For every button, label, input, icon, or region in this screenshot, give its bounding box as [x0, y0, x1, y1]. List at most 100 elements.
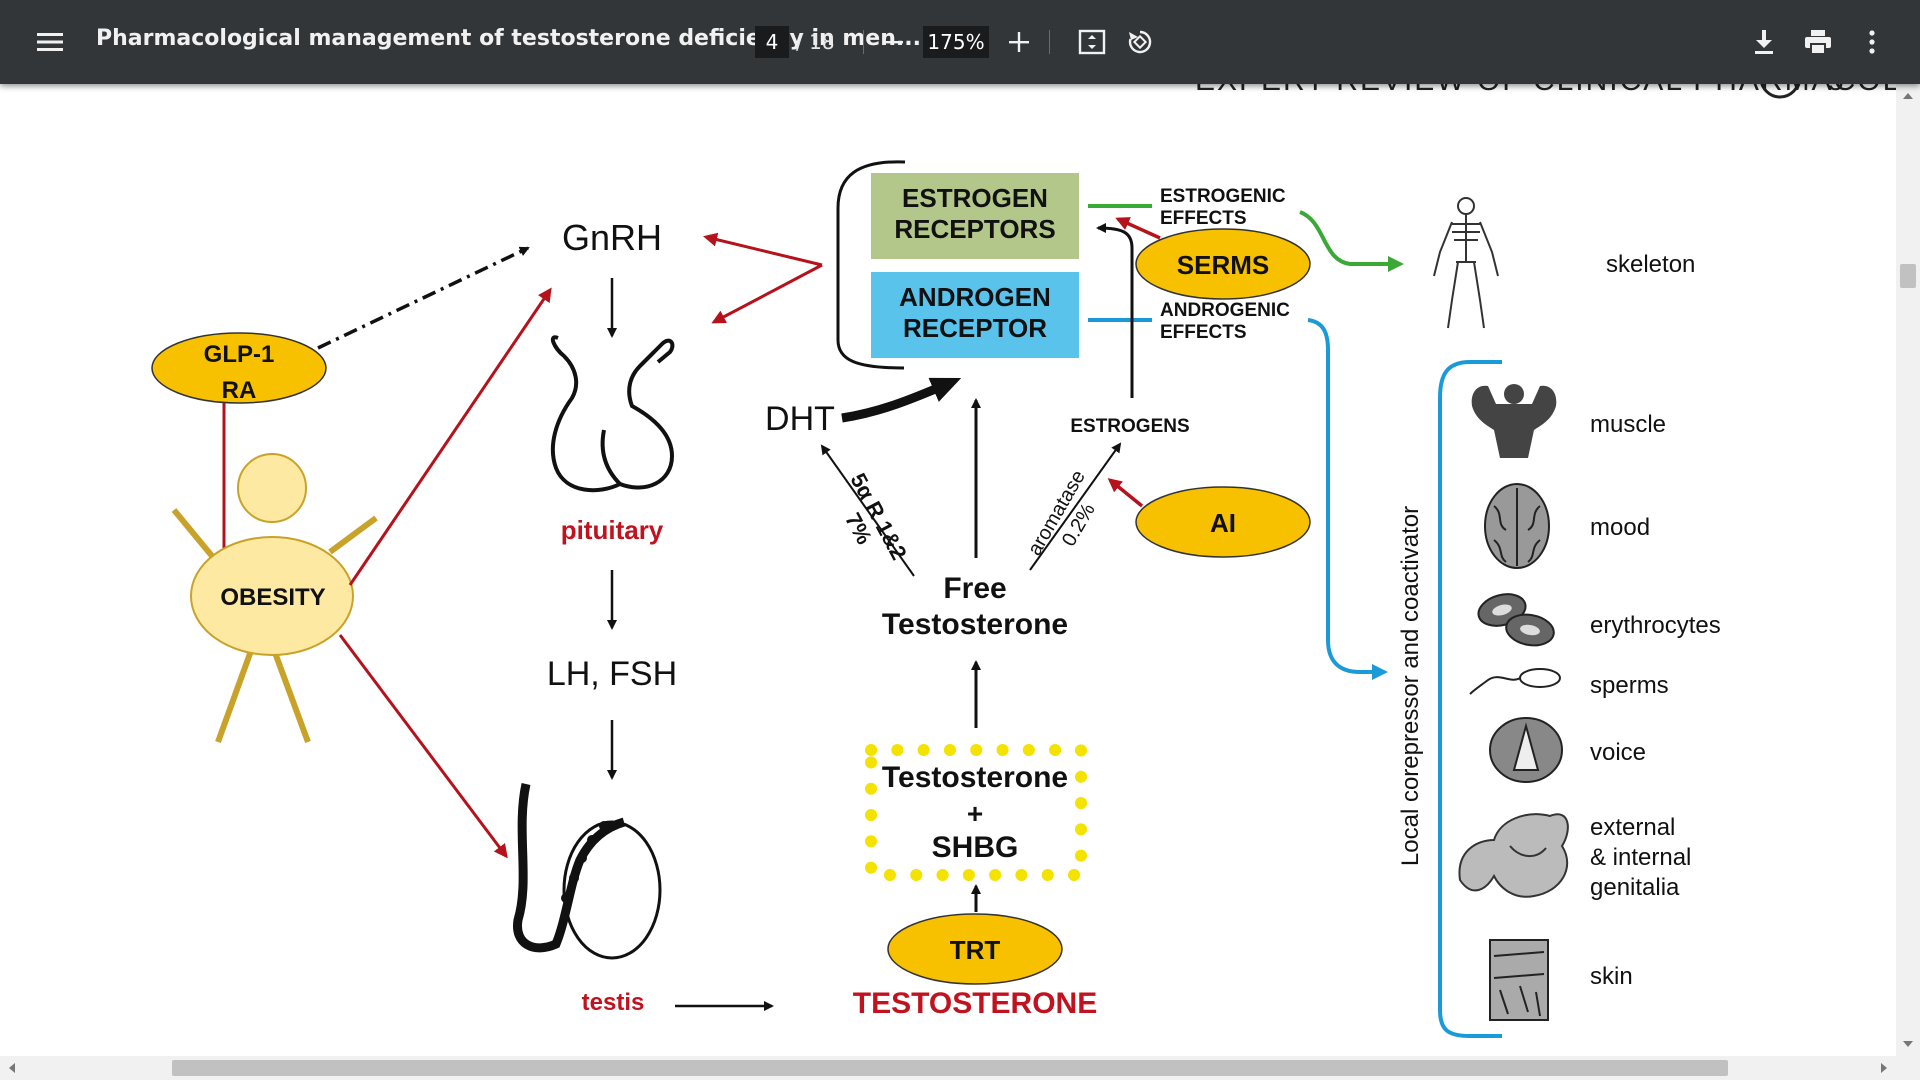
rotate-icon [1128, 30, 1152, 54]
androgenic-to-targets-arrow [1307, 318, 1388, 680]
rotate-button[interactable] [1120, 22, 1160, 62]
menu-button[interactable] [30, 22, 70, 62]
serms-label: SERMS [1177, 250, 1269, 280]
androgenic-effects-line2: EFFECTS [1160, 322, 1247, 343]
gnrh-label: GnRH [562, 217, 662, 258]
obesity-label: OBESITY [220, 584, 325, 611]
glp1-to-gnrh-dashed-arrow [317, 246, 530, 350]
glp1-ra-oval [151, 332, 327, 404]
coregulator-label: Local corepressor and coactivator [1397, 506, 1424, 866]
obesity-body [190, 536, 354, 656]
bound-testosterone-line2: + [967, 798, 983, 829]
estrogenic-effects-line1: ESTROGENIC [1160, 186, 1286, 207]
download-icon [1755, 30, 1773, 54]
horizontal-scroll-thumb[interactable] [172, 1060, 1728, 1076]
free-testosterone-line2: Testosterone [882, 608, 1068, 641]
more-options-button[interactable] [1852, 22, 1892, 62]
obesity-to-gnrh-arrow [348, 287, 552, 586]
fit-page-button[interactable] [1072, 22, 1112, 62]
free-t-to-dht-arrow [820, 444, 915, 577]
bound-testosterone-line1: Testosterone [882, 761, 1068, 794]
estrogen-receptors-box [871, 173, 1079, 259]
ai-label: AI [1210, 508, 1236, 538]
header-page-number: 5 [1828, 84, 1844, 96]
muscle-icon [1471, 384, 1557, 458]
bound-testosterone-line3: SHBG [932, 831, 1019, 864]
estrogenic-to-skeleton-arrow [1299, 210, 1404, 272]
horizontal-scrollbar[interactable] [0, 1056, 1920, 1080]
zoom-out-icon [885, 41, 903, 44]
serms-oval [1135, 228, 1311, 300]
estrogen-receptors-line1: ESTROGEN [902, 183, 1048, 213]
fit-page-icon [1078, 29, 1106, 55]
glp1-label-line2: RA [222, 377, 257, 404]
estrogens-label: ESTROGENS [1070, 416, 1189, 437]
zoom-in-button[interactable] [1000, 22, 1038, 62]
skin-icon [1489, 939, 1549, 1021]
testosterone-label: TESTOSTERONE [853, 987, 1097, 1020]
lh-fsh-label: LH, FSH [547, 655, 677, 693]
skeleton-icon [1433, 197, 1499, 329]
header-logo [1760, 84, 1800, 99]
menu-icon [37, 33, 63, 51]
zoom-out-button[interactable] [876, 22, 912, 62]
ai-to-estrogens-arrow [1107, 478, 1144, 508]
receptor-to-gnrh-arrow [703, 232, 823, 267]
scroll-up-arrow-icon[interactable] [1903, 93, 1913, 99]
scroll-right-arrow-icon[interactable] [1881, 1063, 1887, 1073]
genitalia-label-line3: genitalia [1590, 874, 1680, 901]
more-icon [1869, 30, 1875, 54]
testis-icon [513, 783, 662, 960]
mood-label: mood [1590, 514, 1650, 541]
brain-icon [1484, 483, 1550, 569]
page-number-input[interactable]: 4 [755, 26, 789, 58]
genitalia-label-line2: & internal [1590, 844, 1691, 871]
serms-to-estrogen-arrow [1115, 217, 1161, 240]
dht-label: DHT [765, 400, 835, 438]
androgen-receptor-line2: RECEPTOR [903, 313, 1047, 343]
sperms-icon [1469, 668, 1561, 695]
targets-bracket [1438, 360, 1502, 1038]
toolbar-divider [863, 30, 864, 54]
receptor-to-pituitary-arrow [711, 263, 823, 324]
voice-icon [1489, 717, 1563, 783]
sperms-label: sperms [1590, 672, 1669, 699]
vertical-scroll-thumb[interactable] [1900, 264, 1916, 288]
dht-to-androgen-arrow [841, 377, 962, 423]
vertical-scrollbar[interactable] [1896, 84, 1920, 1056]
muscle-label: muscle [1590, 411, 1666, 438]
download-button[interactable] [1744, 22, 1784, 62]
zoom-level-input[interactable]: 175% [923, 26, 989, 58]
shbg-dotted-box [865, 744, 1087, 881]
testis-label: testis [582, 989, 645, 1016]
pituitary-icon [550, 335, 675, 493]
receptor-bracket [836, 160, 906, 370]
print-button[interactable] [1798, 22, 1838, 62]
scroll-left-arrow-icon[interactable] [9, 1063, 15, 1073]
genitalia-label-line1: external [1590, 814, 1675, 841]
androgen-receptor-line1: ANDROGEN [899, 282, 1051, 312]
estrogenic-effects-line2: EFFECTS [1160, 208, 1247, 229]
estrogen-receptors-line2: RECEPTORS [894, 214, 1055, 244]
obesity-head [237, 453, 307, 523]
trt-label: TRT [950, 935, 1001, 965]
erythrocytes-label: erythrocytes [1590, 612, 1721, 639]
androgen-receptor-box [871, 272, 1079, 358]
erythrocytes-icon [1477, 593, 1555, 647]
page-total: / 18 [796, 30, 835, 54]
pdf-toolbar: Pharmacological management of testostero… [0, 0, 1920, 84]
zoom-in-icon [1009, 32, 1029, 52]
toolbar-divider [1049, 30, 1050, 54]
free-testosterone-line1: Free [943, 572, 1006, 605]
trt-oval [887, 913, 1063, 985]
ai-oval [1135, 486, 1311, 558]
scroll-down-arrow-icon[interactable] [1903, 1041, 1913, 1047]
voice-label: voice [1590, 739, 1646, 766]
pituitary-label: pituitary [561, 515, 664, 545]
obesity-to-testis-arrow [338, 634, 508, 859]
pdf-page: EXPERT REVIEW OF CLINICAL PHARMACOLOGY 5… [0, 84, 1896, 1056]
skeleton-label: skeleton [1606, 251, 1695, 278]
free-t-to-estrogens-arrow [1029, 442, 1122, 571]
running-header: EXPERT REVIEW OF CLINICAL PHARMACOLOGY [1195, 84, 1896, 97]
genitalia-icon [1458, 813, 1569, 898]
